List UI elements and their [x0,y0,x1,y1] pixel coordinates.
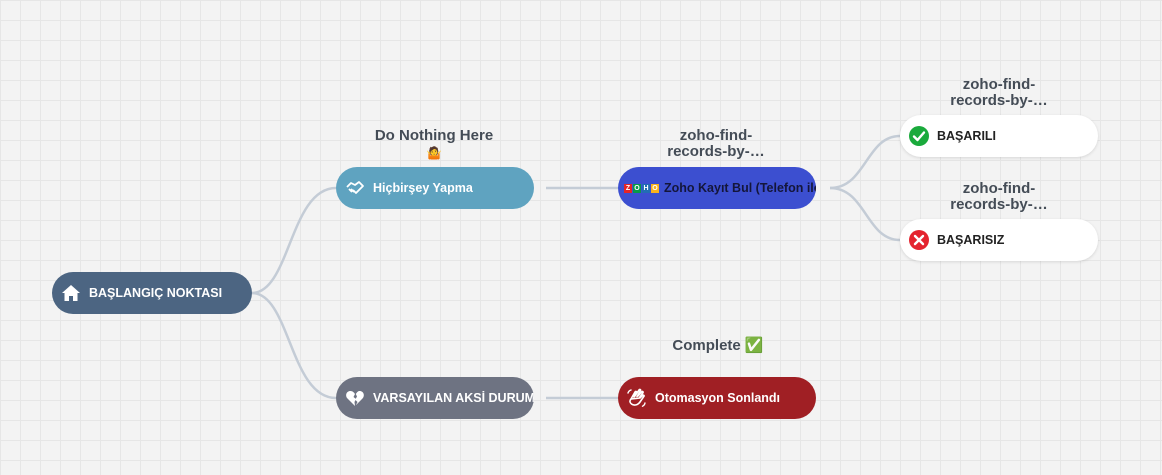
node-start[interactable]: BAŞLANGIÇ NOKTASI [52,272,252,314]
node-do-nothing[interactable]: Hiçbirşey Yapma [336,167,534,209]
node-end-label: Otomasyon Sonlandı [655,391,781,405]
home-icon [60,282,82,304]
label-success-line2: records-by-… [950,92,1048,109]
link-start-default [251,291,337,400]
zoho-letter: H [642,183,650,193]
node-end[interactable]: Otomasyon Sonlandı [618,377,816,419]
link-zoho-fail [829,186,901,242]
zoho-letter: Z [624,183,632,193]
wave-hand-icon [626,387,648,409]
label-complete: Complete ✅ [618,338,818,354]
zoho-letter: O [633,183,641,193]
x-circle-icon [908,229,930,251]
shrug-emoji: 🤷 [426,146,442,160]
node-do-nothing-label: Hiçbirşey Yapma [373,181,473,195]
label-fail: zoho-find- records-by-… [919,181,1079,213]
node-fail-label: BAŞARISIZ [937,233,1005,247]
zoho-letter: O [651,183,659,193]
handshake-icon [344,177,366,199]
zoho-logo: Z O H O [624,183,660,193]
check-circle-icon [908,125,930,147]
label-zoho-find-line2: records-by-… [667,143,765,160]
link-zoho-success [829,134,901,190]
node-start-label: BAŞLANGIÇ NOKTASI [89,286,223,300]
node-default[interactable]: VARSAYILAN AKSİ DURUM [336,377,534,419]
broken-heart-icon [344,387,366,409]
label-fail-line1: zoho-find- [962,180,1036,197]
node-fail[interactable]: BAŞARISIZ [900,219,1098,261]
link-start-nothing [251,186,337,295]
label-zoho-find-line1: zoho-find- [679,127,753,144]
node-zoho-find-label: Zoho Kayıt Bul (Telefon ile) [664,181,816,195]
label-do-nothing-text: Do Nothing Here [374,127,494,144]
label-complete-text: Complete ✅ [672,337,764,354]
node-success-label: BAŞARILI [937,129,997,143]
label-zoho-find: zoho-find- records-by-… [636,128,796,160]
label-success: zoho-find- records-by-… [919,77,1079,109]
label-do-nothing: Do Nothing Here 🤷 [344,128,524,161]
node-zoho-find[interactable]: Z O H O Zoho Kayıt Bul (Telefon ile) [618,167,816,209]
label-fail-line2: records-by-… [950,196,1048,213]
node-success[interactable]: BAŞARILI [900,115,1098,157]
node-default-label: VARSAYILAN AKSİ DURUM [373,391,534,405]
label-success-line1: zoho-find- [962,76,1036,93]
